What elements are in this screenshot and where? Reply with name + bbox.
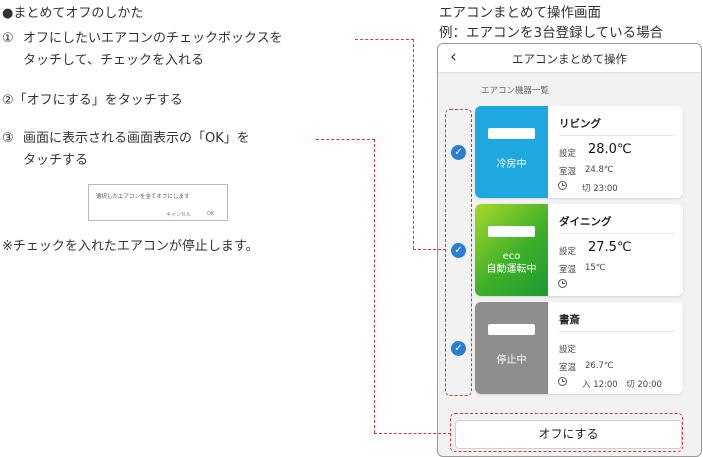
clock-icon — [558, 279, 567, 288]
screen-caption-title: エアコンまとめて操作画面 — [439, 5, 601, 21]
room-temp-value: 15℃ — [585, 263, 606, 273]
step1-line2: タッチして、チェックを入れる — [23, 53, 204, 68]
set-temp-value: 27.5℃ — [588, 240, 632, 255]
device-list-label: エアコン機器一覧 — [481, 86, 550, 96]
divider — [559, 331, 675, 332]
timer-value: 入 12:00 切 20:00 — [582, 380, 662, 390]
status-label-eco: eco — [502, 251, 521, 262]
off-button-highlight — [450, 413, 683, 452]
room-temp-label: 室温 — [559, 265, 577, 275]
room-temp-label: 室温 — [559, 363, 577, 373]
confirm-dialog-preview: 選択したエアコンを全てオフにします キャンセル OK — [88, 184, 228, 221]
callout-line — [374, 139, 375, 433]
device-checkbox-living[interactable]: ✓ — [451, 145, 466, 160]
checkbox-highlight — [445, 109, 472, 396]
status-tile: 停止中 — [475, 302, 548, 394]
note-text: ※チェックを入れたエアコンが停止します。 — [2, 239, 259, 254]
chevron-left-icon[interactable]: ‹ — [450, 47, 457, 67]
off-button[interactable]: オフにする — [455, 420, 682, 449]
set-temp-label: 設定 — [559, 149, 577, 159]
app-header: ‹ エアコンまとめて操作 — [438, 44, 701, 73]
status-label: 停止中 — [496, 355, 527, 366]
callout-line — [413, 249, 446, 250]
set-temp-value: 28.0℃ — [588, 142, 632, 157]
dialog-cancel-button: キャンセル — [166, 212, 192, 218]
device-checkbox-study[interactable]: ✓ — [451, 341, 466, 356]
instructions-heading: ●まとめてオフのしかた — [2, 6, 144, 21]
step2-text: ②「オフにする」をタッチする — [2, 93, 183, 108]
divider — [559, 233, 675, 234]
divider — [559, 135, 675, 136]
room-temp-label: 室温 — [559, 167, 577, 177]
callout-line — [355, 39, 414, 40]
status-tile: eco 自動運転中 — [475, 204, 548, 296]
aircon-unit-icon — [488, 128, 535, 139]
phone-screen: ‹ エアコンまとめて操作 エアコン機器一覧 ✓ 冷房中 リビング 設定 28.0… — [437, 43, 702, 457]
status-tile: 冷房中 — [475, 106, 548, 198]
set-temp-label: 設定 — [559, 247, 577, 257]
room-temp-value: 24.8℃ — [585, 165, 614, 175]
screen-title: エアコンまとめて操作 — [512, 52, 627, 66]
status-label: 冷房中 — [496, 159, 527, 170]
device-card-dining: eco 自動運転中 ダイニング 設定 27.5℃ 室温 15℃ — [475, 204, 683, 296]
clock-icon — [558, 377, 567, 386]
step1-line1: オフにしたいエアコンのチェックボックスを — [23, 31, 283, 46]
status-label: 自動運転中 — [486, 264, 537, 275]
aircon-unit-icon — [488, 226, 535, 237]
step1-number: ① — [2, 31, 14, 46]
step3-number: ③ — [2, 131, 14, 146]
dialog-ok-button: OK — [207, 211, 215, 217]
room-temp-value: 26.7℃ — [585, 361, 614, 371]
callout-line — [374, 433, 451, 434]
dialog-message: 選択したエアコンを全てオフにします — [96, 194, 190, 200]
set-temp-label: 設定 — [559, 345, 577, 355]
device-card-study: 停止中 書斎 設定 室温 26.7℃ 入 12:00 切 20:00 — [475, 302, 683, 394]
clock-icon — [558, 181, 567, 190]
step3-line2: タッチする — [23, 153, 89, 168]
screen-caption-example: 例：エアコンを3台登録している場合 — [439, 25, 664, 41]
room-name: ダイニング — [559, 216, 612, 228]
callout-line — [316, 139, 375, 140]
device-checkbox-dining[interactable]: ✓ — [451, 243, 466, 258]
room-name: 書斎 — [559, 314, 580, 326]
aircon-unit-icon — [488, 324, 535, 335]
timer-value: 切 23:00 — [582, 184, 618, 194]
room-name: リビング — [559, 118, 601, 130]
device-card-living: 冷房中 リビング 設定 28.0℃ 室温 24.8℃ 切 23:00 — [475, 106, 683, 198]
step3-line1: 画面に表示される画面表示の「OK」を — [23, 131, 250, 146]
callout-line — [413, 39, 414, 249]
